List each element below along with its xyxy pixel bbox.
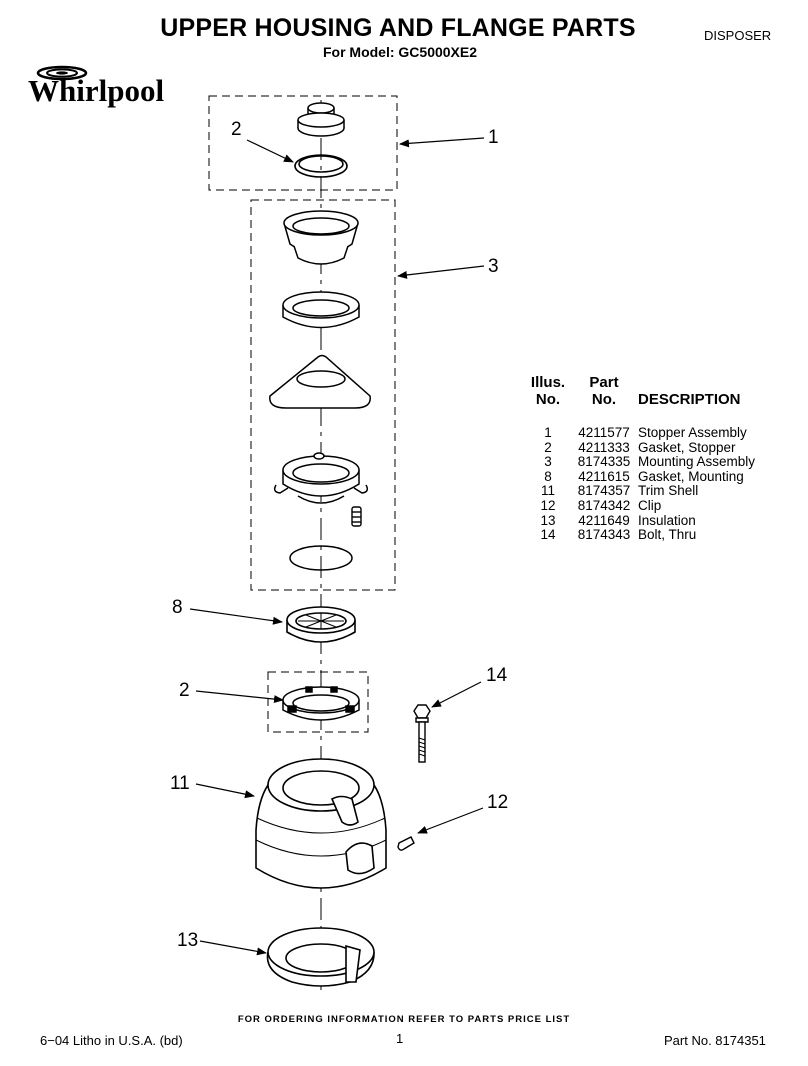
fiber-gasket-part: [269, 354, 371, 409]
callout-13: 13: [177, 930, 198, 951]
model-subtitle: For Model: GC5000XE2: [322, 44, 478, 60]
backup-ring-part: [282, 291, 360, 329]
callout-leaders: [189, 137, 485, 956]
callout-11: 11: [170, 773, 190, 794]
mounting-gasket-part: [286, 606, 356, 643]
page-title: UPPER HOUSING AND FLANGE PARTS: [160, 14, 636, 42]
whirlpool-logo: Whirlpool: [28, 65, 164, 108]
table-row: 1 4211577 Stopper Assembly: [544, 425, 747, 440]
table-row: 13 4211649 Insulation: [540, 512, 696, 528]
header-part-no: Part No.: [589, 374, 619, 408]
clip-part: [397, 836, 415, 851]
thru-bolt-part: [413, 704, 431, 763]
mounting-ring-part: [273, 452, 369, 504]
stopper-gasket-part: [294, 154, 348, 178]
table-row: 2 4211333 Gasket, Stopper: [544, 439, 736, 455]
table-row: 11 8174357 Trim Shell: [540, 483, 699, 499]
callout-14: 14: [486, 665, 508, 686]
logo-swirl-icon: [36, 65, 88, 81]
mounting-screw-part: [351, 506, 362, 527]
parts-rows: 1 4211577 Stopper Assembly 2 4211333 Gas…: [524, 425, 774, 543]
header-illus-no: Illus. No.: [530, 374, 566, 408]
trim-shell-part: [255, 758, 387, 889]
stopper-group-box: [208, 95, 398, 191]
table-row: 3 8174335 Mounting Assembly: [544, 454, 756, 470]
litho-label: 6−04 Litho in U.S.A. (bd): [40, 1033, 183, 1048]
document-part-number: Part No. 8174351: [664, 1033, 766, 1048]
table-row: 14 8174343 Bolt, Thru: [540, 527, 697, 543]
ordering-note: FOR ORDERING INFORMATION REFER TO PARTS …: [237, 1014, 571, 1025]
ring-group-box: [267, 671, 369, 733]
snap-ring-part: [289, 545, 353, 571]
callout-2-top: 2: [231, 119, 242, 140]
logo-wordmark: Whirlpool: [28, 73, 164, 108]
callout-8: 8: [172, 597, 183, 618]
insulation-part: [266, 927, 375, 987]
header-description: DESCRIPTION: [638, 391, 741, 408]
stopper-ring-part: [282, 686, 360, 721]
page-number: 1: [396, 1031, 404, 1046]
table-row: 8 4211615 Gasket, Mounting: [544, 468, 744, 484]
parts-table: Illus. No. Part No. DESCRIPTION 1 421157…: [524, 374, 774, 554]
mounting-group-box: [250, 199, 396, 591]
sink-flange-part: [283, 210, 359, 265]
stopper-assembly-part: [297, 102, 345, 137]
table-row: 12 8174342 Clip: [540, 497, 662, 513]
callout-3: 3: [488, 256, 499, 277]
callout-2-bottom: 2: [179, 680, 190, 701]
callout-1: 1: [488, 127, 499, 148]
category-label: DISPOSER: [704, 28, 772, 43]
callout-12: 12: [487, 792, 508, 813]
